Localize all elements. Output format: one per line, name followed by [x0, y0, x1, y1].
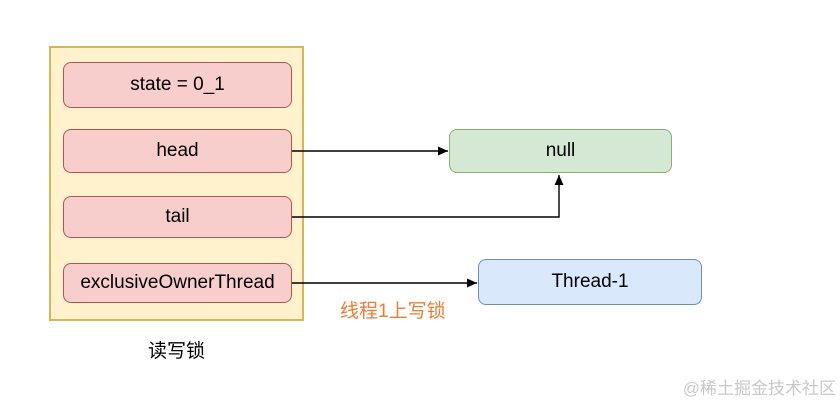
lock-container-caption: 读写锁 — [147, 341, 205, 362]
thread-node: Thread-1 — [478, 259, 702, 305]
field-exclusive-owner-thread: exclusiveOwnerThread — [63, 263, 292, 303]
watermark: @稀土掘金技术社区 — [682, 379, 836, 398]
field-state: state = 0_1 — [63, 62, 292, 108]
arrow-tail-to-null — [292, 175, 564, 218]
write-lock-annotation: 线程1上写锁 — [340, 301, 446, 322]
null-node: null — [449, 129, 672, 173]
field-head: head — [63, 129, 292, 173]
field-tail: tail — [63, 196, 292, 238]
